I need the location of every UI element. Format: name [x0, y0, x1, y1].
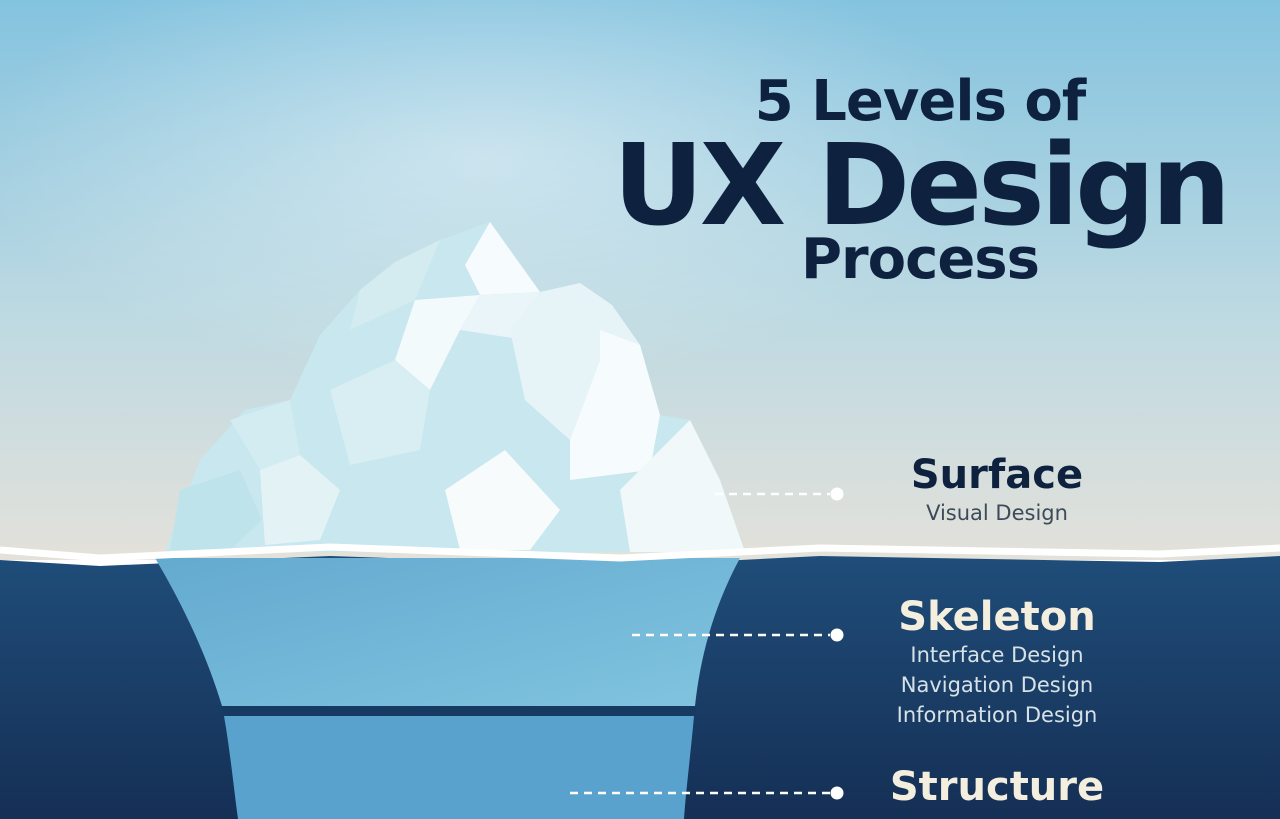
level-name: Surface	[910, 452, 1084, 498]
level-item: Navigation Design	[900, 673, 1094, 697]
level-structure: Structure	[847, 764, 1147, 810]
level-item: Visual Design	[926, 501, 1068, 525]
connector-structure	[570, 786, 844, 800]
title-line-1: 5 Levels of	[754, 69, 1086, 134]
level-name: Skeleton	[898, 594, 1096, 640]
title-line-2: UX Design	[612, 121, 1231, 251]
page-title: 5 Levels of UX Design Process	[600, 70, 1240, 290]
level-skeleton: Skeleton Interface Design Navigation Des…	[847, 594, 1147, 730]
connector-skeleton	[632, 628, 844, 642]
iceberg-top	[165, 222, 745, 552]
connector-surface	[715, 487, 844, 501]
level-surface: Surface Visual Design	[847, 452, 1147, 528]
level-item: Information Design	[896, 703, 1098, 727]
level-item: Interface Design	[910, 643, 1084, 667]
title-line-3: Process	[801, 227, 1040, 292]
level-name: Structure	[889, 764, 1105, 810]
